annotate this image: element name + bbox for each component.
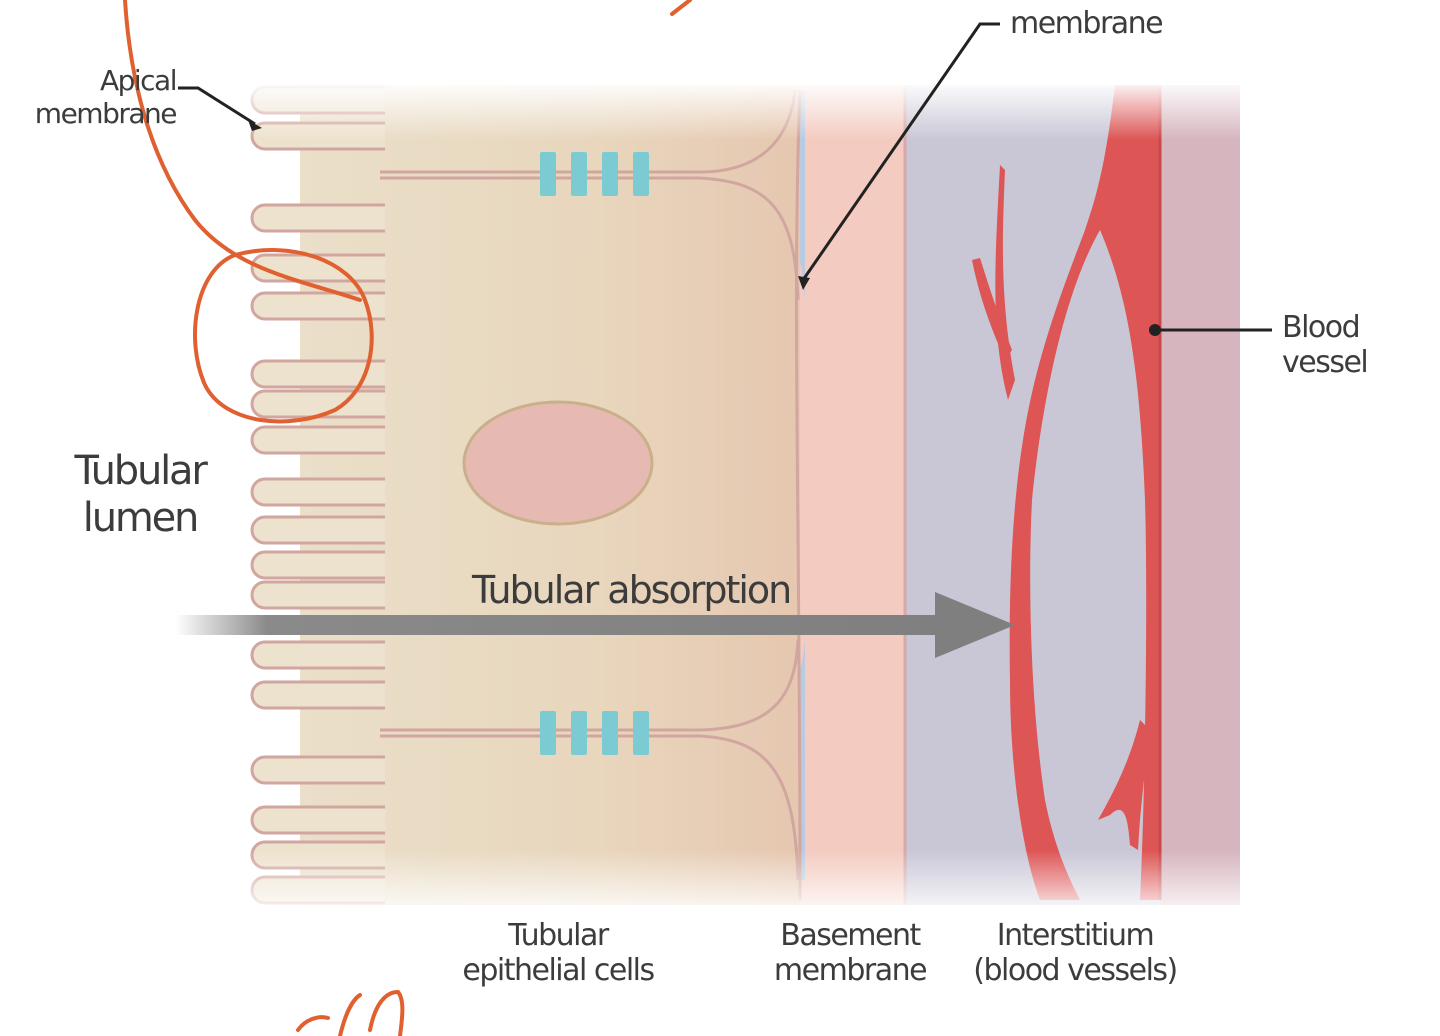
interstitium-label-line2: (blood vessels)	[973, 953, 1178, 989]
interstitium-label: Interstitium (blood vessels)	[970, 918, 1180, 989]
blood-vessel-label-line1: Blood	[1282, 310, 1361, 345]
tight-junction-bottom	[540, 711, 649, 755]
microvillus	[250, 359, 385, 389]
microvillus	[250, 580, 385, 610]
blood-vessel-label: Blood vessel	[1282, 310, 1369, 381]
epithelial-cells-label: Tubular epithelial cells	[448, 918, 668, 989]
top-membrane-label: membrane	[1010, 6, 1164, 41]
microvillus	[250, 389, 385, 419]
microvillus	[250, 253, 385, 283]
microvillus	[250, 680, 385, 710]
interstitium-region	[905, 85, 1240, 905]
blood-vessel-label-line2: vessel	[1282, 345, 1369, 381]
epithelial-cells-label-line1: Tubular	[508, 918, 609, 953]
tubular-lumen-label: Tubular lumen	[60, 448, 220, 542]
tight-junction-top	[540, 152, 649, 196]
microvillus	[250, 805, 385, 835]
tubular-lumen-label-line1: Tubular	[74, 448, 207, 494]
microvillus	[250, 477, 385, 507]
apical-membrane-label: Apical membrane	[18, 64, 178, 131]
basement-membrane-label-line2: membrane	[773, 953, 928, 989]
microvillus	[250, 203, 385, 233]
tubular-lumen-label-line2: lumen	[82, 495, 200, 542]
microvillus	[250, 515, 385, 545]
apical-membrane-label-line2: membrane	[34, 97, 178, 131]
tubular-absorption-label: Tubular absorption	[472, 568, 792, 612]
microvillus	[250, 755, 385, 785]
apical-membrane-label-line1: Apical	[99, 64, 178, 97]
interstitium-label-line1: Interstitium	[996, 918, 1155, 953]
basement-membrane-region	[800, 85, 905, 905]
microvillus	[250, 640, 385, 670]
handwritten-annotation	[123, 0, 692, 1036]
microvillus	[250, 550, 385, 580]
absorption-arrow	[175, 592, 1015, 658]
nucleus	[462, 400, 654, 526]
blood-vessel	[972, 85, 1160, 900]
basement-membrane-label: Basement membrane	[770, 918, 930, 989]
microvillus	[250, 425, 385, 455]
leader-lines	[178, 22, 1272, 332]
epithelial-cells-label-line2: epithelial cells	[462, 953, 655, 989]
basement-membrane-label-line1: Basement	[780, 918, 921, 953]
microvillus	[250, 291, 385, 321]
